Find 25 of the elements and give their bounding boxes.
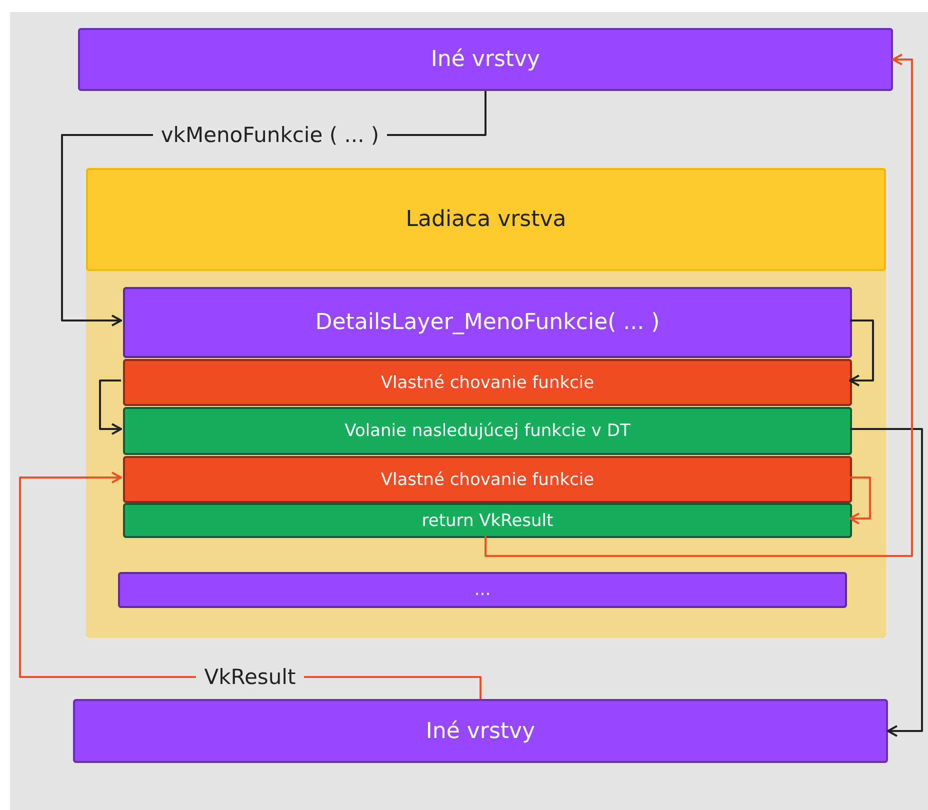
- node-label: ...: [474, 580, 491, 600]
- connector-arrow: [849, 476, 871, 524]
- connector-arrow: [19, 472, 482, 699]
- node-label: Vlastné chovanie funkcie: [380, 470, 594, 490]
- step-box: [123, 456, 852, 503]
- connector-arrow: [484, 54, 913, 557]
- connector-arrow: [850, 428, 923, 737]
- node-label: return VkResult: [422, 510, 554, 530]
- function-box: [118, 572, 847, 608]
- layer-title: Ladiaca vrstva: [406, 207, 566, 232]
- connector-arrow: [99, 380, 122, 435]
- step-box: [123, 359, 852, 406]
- connector-arrow: [61, 91, 486, 326]
- node-label: Iné vrstvy: [430, 47, 540, 72]
- node-label: Iné vrstvy: [426, 718, 536, 744]
- node-label: Vlastné chovanie funkcie: [380, 372, 594, 392]
- function-box: [123, 287, 852, 358]
- connector-arrow: [849, 320, 874, 386]
- node-label: DetailsLayer_MenoFunkcie( ... ): [315, 310, 660, 335]
- layer-container: [86, 168, 886, 638]
- step-box: [123, 503, 852, 538]
- layer-box: [73, 699, 888, 763]
- layer-box: [78, 28, 893, 91]
- node-label: Volanie nasledujúcej funkcie v DT: [344, 421, 630, 441]
- step-box: [123, 407, 852, 455]
